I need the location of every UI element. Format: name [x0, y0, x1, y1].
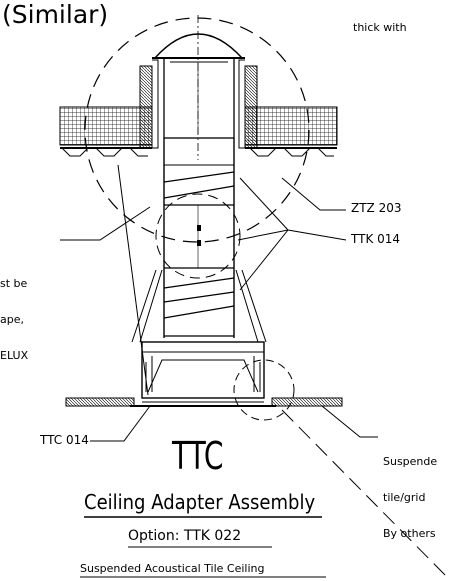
main-title: TTC	[172, 434, 224, 478]
label-suspended-line-3: By others	[383, 527, 436, 540]
label-ttk-014: TTK 014	[351, 232, 401, 246]
tube-clip-right	[197, 240, 201, 246]
detail-circle-mid	[155, 193, 241, 279]
adapter-diffuser	[147, 359, 259, 393]
curb-left	[139, 65, 153, 149]
adapter-box	[141, 341, 265, 399]
leader-note-left	[60, 206, 151, 241]
leader-ttc	[90, 405, 151, 442]
leader-ttk-3	[239, 229, 289, 291]
label-ztz-203: ZTZ 203	[351, 201, 402, 215]
housing-flare-left	[131, 269, 163, 343]
description-title: Suspended Acoustical Tile Ceiling	[80, 562, 265, 575]
leader-ttk-2	[237, 229, 289, 241]
corner-note-line: thick with	[353, 21, 407, 34]
flashing-right	[238, 59, 245, 149]
label-suspended-line-2: tile/grid	[383, 491, 426, 504]
ceiling-tile-right	[271, 397, 343, 407]
corner-note: thick with	[353, 0, 407, 44]
ceiling-tile-left	[65, 397, 135, 407]
label-suspended: Suspende tile/grid By others	[383, 432, 437, 552]
leader-suspended	[321, 405, 378, 438]
left-note: st be ape, ELUX	[0, 254, 28, 374]
curb-right	[244, 65, 258, 149]
label-suspended-line-1: Suspende	[383, 455, 438, 468]
tube-upper	[163, 57, 235, 139]
leader-ceiling-left	[117, 164, 149, 396]
label-ttc-014: TTC 014	[40, 433, 89, 447]
roof-insulation-right	[244, 106, 338, 146]
spiral-lower	[163, 277, 235, 319]
spiral-upper	[163, 171, 235, 199]
flashing-left	[152, 59, 159, 149]
roof-insulation-left	[59, 106, 153, 146]
housing-flare-right	[235, 269, 267, 343]
left-note-line-2: ape,	[0, 313, 24, 326]
roof-deck-profile-left	[61, 147, 148, 157]
tube-clip-left	[197, 225, 201, 231]
roof-deck-profile-right	[249, 147, 334, 157]
left-note-line-3: ELUX	[0, 349, 29, 362]
subtitle: Ceiling Adapter Assembly	[84, 490, 316, 514]
detail-leader-dashed	[281, 409, 449, 579]
option-title: Option: TTK 022	[128, 528, 242, 544]
leader-ztz	[281, 177, 346, 211]
left-note-line-1: st be	[0, 277, 28, 290]
detail-circle-small	[233, 359, 295, 421]
dome	[153, 33, 244, 59]
corner-title: (Similar)	[2, 0, 109, 29]
